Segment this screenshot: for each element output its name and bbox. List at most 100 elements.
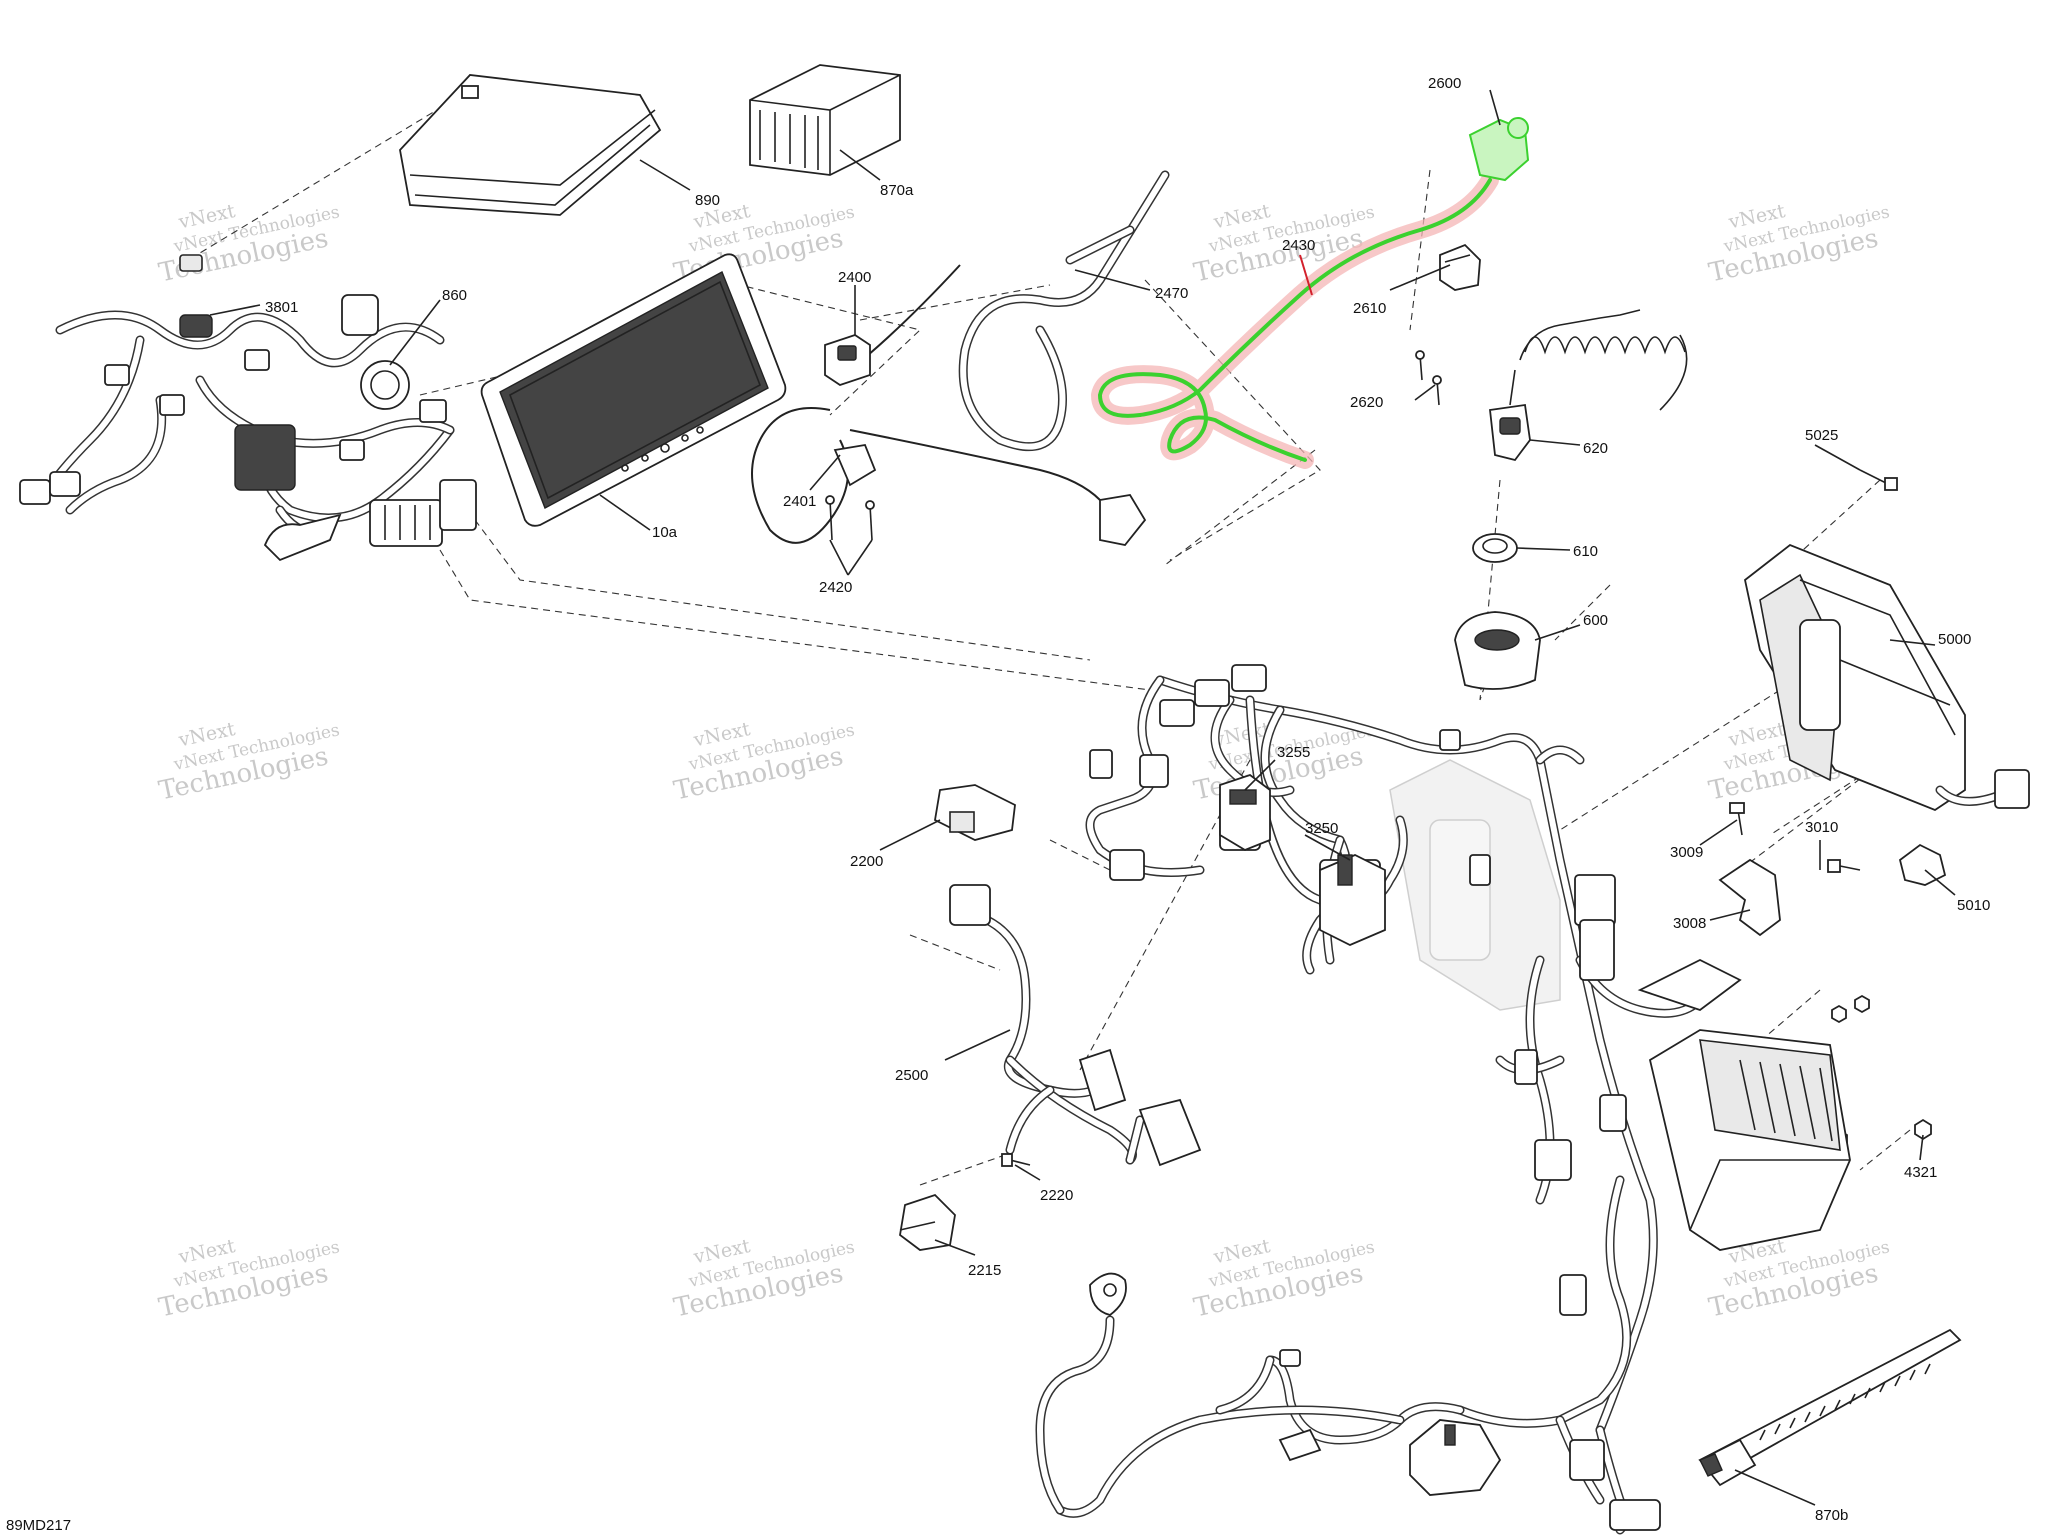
callout-label: 2401	[783, 493, 816, 510]
connector-icon	[1599, 1094, 1627, 1132]
part-2200-sensor	[934, 784, 1016, 841]
callout-label: 2600	[1428, 75, 1461, 92]
callout-label: 3008	[1673, 915, 1706, 932]
highlight-wire	[1098, 178, 1492, 462]
part-860-left-harness	[19, 254, 477, 562]
part-5000-module	[1744, 543, 2030, 812]
diagram-code: 89MD217	[6, 1517, 71, 1534]
part-3255-connector	[1219, 773, 1271, 852]
callout-label: 3009	[1670, 844, 1703, 861]
part-3009-bolt	[1729, 802, 1745, 836]
connector-icon	[1994, 769, 2030, 809]
connector-icon	[1637, 958, 1742, 1012]
callout-label: 3010	[1805, 819, 1838, 836]
callout-label: 2500	[895, 1067, 928, 1084]
callout-label: 870b	[1815, 1507, 1848, 1524]
connector-icon	[1194, 679, 1230, 707]
connector-icon	[1534, 1139, 1572, 1181]
part-2610-clip	[1439, 243, 1481, 291]
callout-label: 5000	[1938, 631, 1971, 648]
connector-icon	[179, 254, 203, 272]
connector-icon	[1139, 754, 1169, 788]
callout-labels: 890 870a 2600 2430 2610 2620 3801 860 24…	[265, 75, 1990, 1524]
connector-icon	[1078, 1048, 1127, 1112]
connector-icon	[1609, 1499, 1661, 1531]
callout-label: 620	[1583, 440, 1608, 457]
connector-icon	[19, 479, 51, 505]
callout-label: 890	[695, 192, 720, 209]
leader-lines	[209, 89, 1956, 1506]
part-610-ring	[1472, 533, 1518, 563]
callout-label: 2470	[1155, 285, 1188, 302]
part-600-switch	[1454, 611, 1541, 690]
part-2620-screws	[1415, 350, 1442, 406]
connector-icon	[1089, 749, 1113, 779]
clip-icon	[263, 513, 342, 562]
connector-icon	[1579, 919, 1615, 981]
part-10a-display	[480, 253, 787, 527]
connector-icon	[1559, 1274, 1587, 1316]
leader-line-2430	[1299, 254, 1313, 296]
part-2600-valve	[1468, 117, 1530, 182]
ecu-connector-icon	[234, 424, 296, 491]
part-890-cover	[399, 74, 662, 216]
fuse-box-module	[1648, 1029, 1851, 1251]
callout-label: 3255	[1277, 744, 1310, 761]
connector-icon	[104, 364, 130, 386]
part-5010-clip	[1898, 843, 1947, 886]
connector-icon	[1159, 699, 1195, 727]
part-2215-sensor	[899, 1193, 956, 1251]
callout-label: 2620	[1350, 394, 1383, 411]
connector-icon	[339, 439, 365, 461]
connector-icon	[1279, 1349, 1301, 1367]
clip-icon	[833, 443, 877, 487]
callout-label: 10a	[652, 524, 678, 541]
connector-icon	[1439, 729, 1461, 751]
solenoid-icon	[1409, 1419, 1502, 1496]
callout-label: 2400	[838, 269, 871, 286]
main-harness	[1035, 664, 1742, 1535]
part-5025-bolt	[1859, 469, 1898, 491]
callout-label: 2610	[1353, 300, 1386, 317]
clip-icon	[1278, 1428, 1322, 1462]
callout-label: 2220	[1040, 1187, 1073, 1204]
part-620-lanyard	[1489, 309, 1688, 462]
part-3250-connector	[1319, 854, 1386, 946]
watermark: vNext vNext Technologies Technologies	[1706, 200, 1891, 289]
callout-label: 600	[1583, 612, 1608, 629]
connector-icon	[1138, 1098, 1202, 1167]
callout-label: 610	[1573, 543, 1598, 560]
connector-icon	[1099, 494, 1147, 546]
callout-label: 860	[442, 287, 467, 304]
part-870a-pad	[749, 64, 901, 176]
part-2220-screw	[1001, 1153, 1031, 1167]
connector-icon	[949, 884, 991, 926]
part-2400-switch	[751, 264, 1147, 546]
watermark: vNext vNext Technologies Technologies	[156, 1235, 341, 1324]
connector-icon	[244, 349, 270, 371]
connector-icon	[159, 394, 185, 416]
connector-icon	[1514, 1049, 1538, 1085]
callout-label: 5025	[1805, 427, 1838, 444]
ring-terminal-icon	[1089, 1272, 1127, 1316]
part-2470-hose	[958, 170, 1170, 452]
assembly-lines	[179, 89, 1911, 1186]
callout-label: 870a	[880, 182, 914, 199]
watermark: vNext vNext Technologies Technologies	[671, 1235, 856, 1324]
part-3801	[179, 314, 213, 338]
connector-icon	[1109, 849, 1145, 881]
part-2430-highlighted-hose	[1091, 117, 1530, 469]
callout-label: 5010	[1957, 897, 1990, 914]
watermark: vNext vNext Technologies Technologies	[156, 200, 341, 289]
callout-label: 2430	[1282, 237, 1315, 254]
part-2500-harness	[949, 884, 1202, 1167]
part-870b-cable-tie	[1698, 1328, 1962, 1487]
callout-label: 2200	[850, 853, 883, 870]
callout-label: 4321	[1904, 1164, 1937, 1181]
connector-icon	[1231, 664, 1267, 692]
sensor-icon	[360, 360, 410, 410]
connector-icon	[419, 399, 447, 423]
callout-label: 2420	[819, 579, 852, 596]
connector-icon	[439, 479, 477, 531]
